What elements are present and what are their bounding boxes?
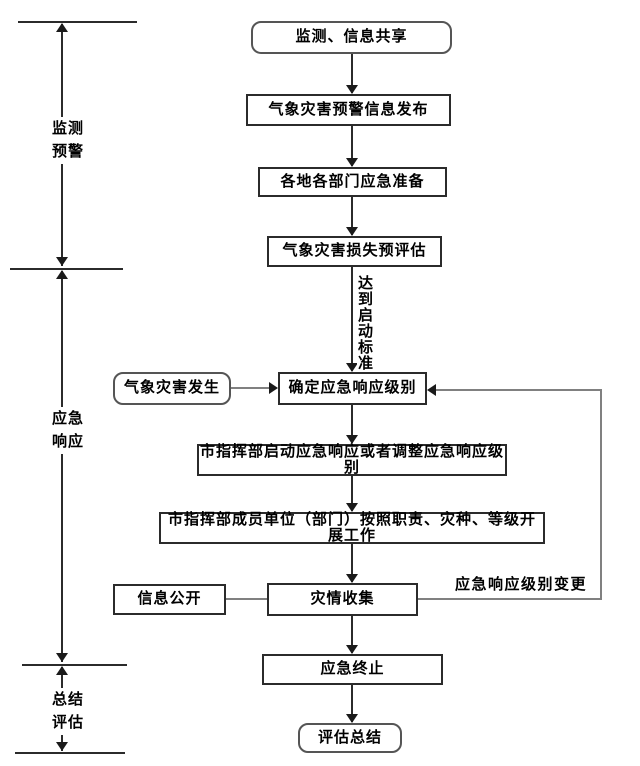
arrowhead-right-icon <box>269 382 278 394</box>
arrowhead-down-icon <box>56 653 68 662</box>
node-evaluation: 评估总结 <box>298 723 402 753</box>
arrowhead-up-icon <box>56 23 68 32</box>
node-members-work: 市指挥部成员单位（部门）按照职责、灾种、等级开展工作 <box>159 511 545 544</box>
arrowhead-down-icon <box>56 742 68 751</box>
flow-arrow <box>351 685 353 722</box>
arrowhead-down-icon <box>346 645 358 654</box>
node-disaster-occurs: 气象灾害发生 <box>113 372 231 405</box>
flow-arrow <box>351 54 353 93</box>
node-info-public: 信息公开 <box>113 584 226 615</box>
flow-arrow <box>351 126 353 166</box>
connector-info-to-collect <box>226 598 267 600</box>
edge-label-reach-criteria: 达到启动标准 <box>356 275 373 371</box>
node-termination: 应急终止 <box>262 654 443 685</box>
arrowhead-down-icon <box>346 503 358 512</box>
edge-label-level-change: 应急响应级别变更 <box>455 573 588 594</box>
arrowhead-left-icon <box>427 384 436 396</box>
node-preparation: 各地各部门应急准备 <box>258 167 447 197</box>
phase-arrow-response <box>61 271 63 662</box>
phase-label-response: 应急 响应 <box>47 407 89 454</box>
arrowhead-down-icon <box>346 227 358 236</box>
phase-boundary-line-mid1 <box>10 268 123 270</box>
phase-boundary-line-bottom <box>15 752 125 754</box>
node-start-response: 市指挥部启动应急响应或者调整应急响应级别 <box>197 443 507 476</box>
flow-arrow-reach-criteria <box>351 267 353 371</box>
flow-arrow <box>351 197 353 235</box>
arrowhead-up-icon <box>56 666 68 675</box>
feedback-line-top <box>436 389 600 391</box>
node-monitor-share: 监测、信息共享 <box>251 21 452 54</box>
node-pre-assessment: 气象灾害损失预评估 <box>267 236 442 267</box>
feedback-line-bottom <box>418 598 602 600</box>
arrowhead-down-icon <box>346 435 358 444</box>
arrowhead-down-icon <box>56 257 68 266</box>
node-determine-level: 确定应急响应级别 <box>278 372 427 405</box>
feedback-line-right <box>600 389 602 600</box>
arrowhead-down-icon <box>346 574 358 583</box>
arrowhead-down-icon <box>346 158 358 167</box>
phase-label-summary: 总结 评估 <box>47 688 89 735</box>
flow-arrow <box>351 405 353 443</box>
arrowhead-down-icon <box>346 714 358 723</box>
flow-arrow <box>351 476 353 511</box>
arrowhead-down-icon <box>346 363 358 372</box>
connector-disaster-to-determine <box>231 387 270 389</box>
arrowhead-down-icon <box>346 85 358 94</box>
phase-boundary-line-top <box>18 21 137 23</box>
arrowhead-up-icon <box>56 270 68 279</box>
phase-boundary-line-mid2 <box>22 664 127 666</box>
node-disaster-collect: 灾情收集 <box>267 583 418 616</box>
node-warning-release: 气象灾害预警信息发布 <box>246 94 451 126</box>
flow-arrow <box>351 616 353 653</box>
flow-arrow <box>351 544 353 582</box>
phase-label-monitoring: 监测 预警 <box>47 117 89 164</box>
